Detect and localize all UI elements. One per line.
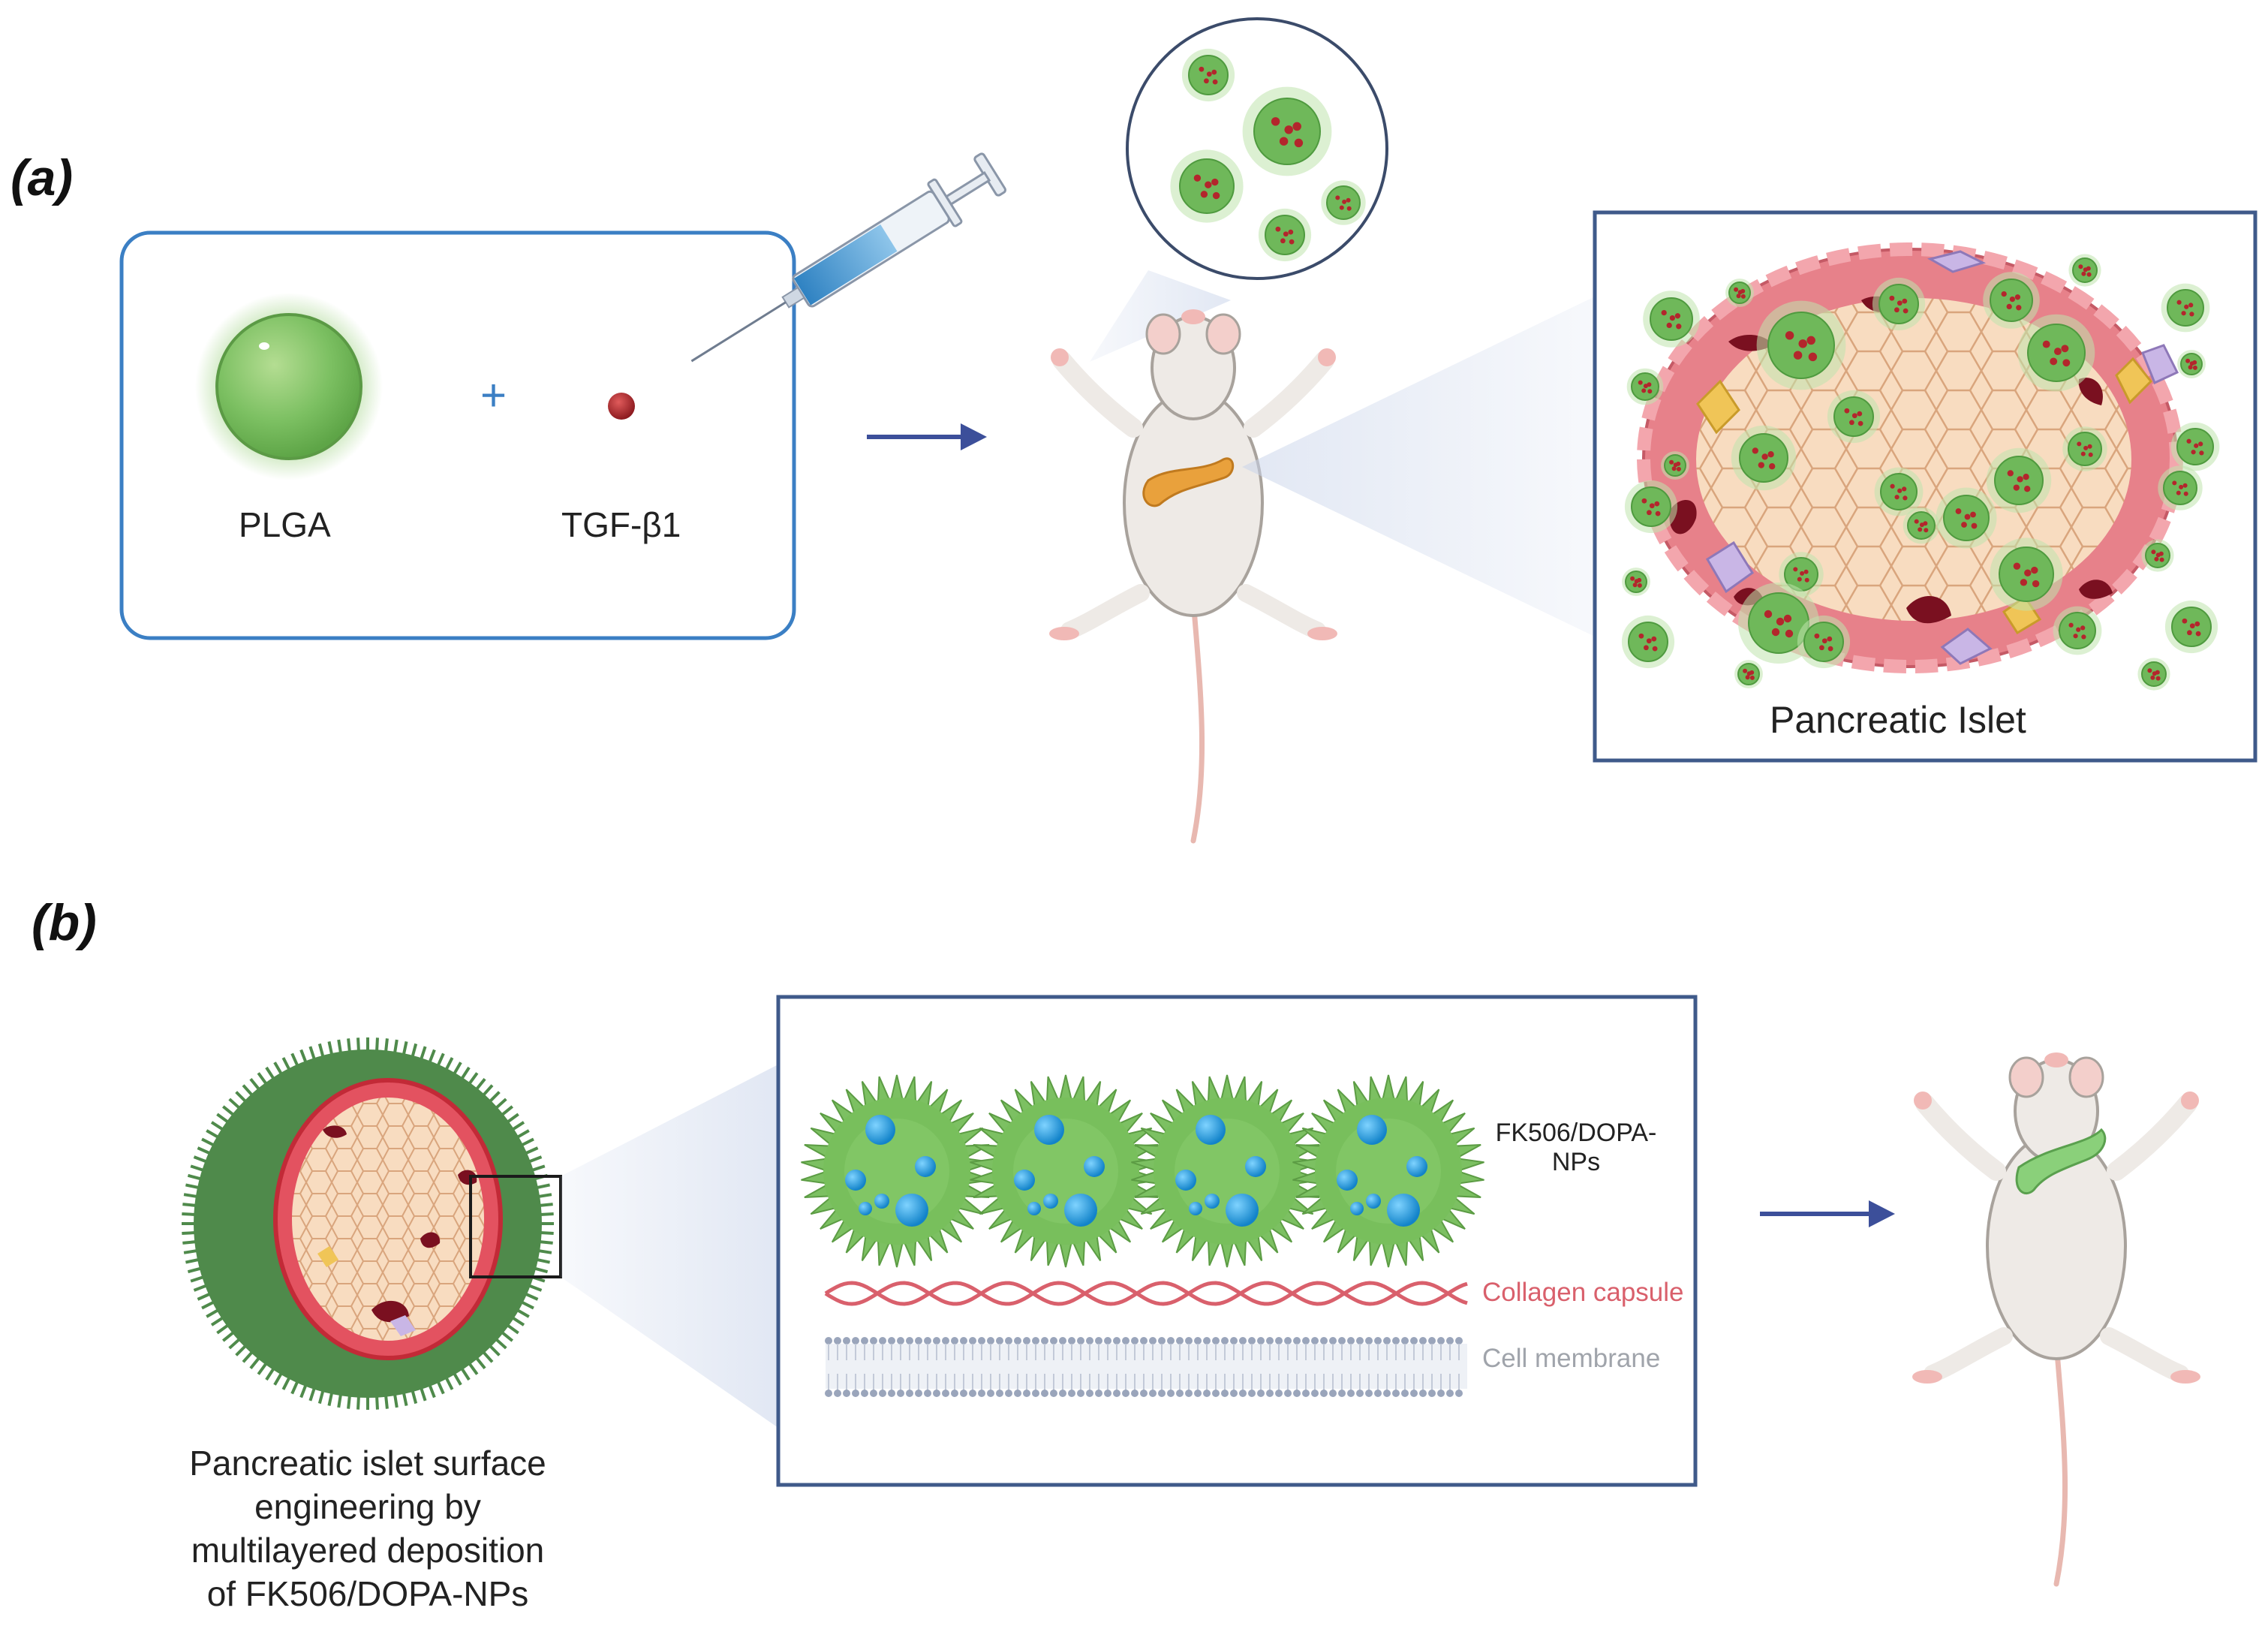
islet-nanoparticle [1874,467,1924,516]
islet-nanoparticle [2161,283,2210,333]
engineered-islet [182,1037,562,1410]
islet-nanoparticle [1621,615,1675,669]
islet-nanoparticle [1983,272,2040,329]
plga-particle [195,293,383,480]
islet-nanoparticle [1936,487,1997,549]
pancreatic-islet-label: Pancreatic Islet [1770,699,2026,741]
bubble-nanoparticle [1242,86,1332,176]
islet-nanoparticle [1643,291,1700,348]
panel-a-letter: (a) [11,149,74,206]
tgf-beta1-dot [608,393,635,420]
islet-nanoparticle [1626,368,1664,405]
mouse-b [1912,1052,2200,1584]
bubble-nanoparticle [1321,180,1366,225]
islet-nanoparticle [1624,480,1678,534]
islet-nanoparticle [1986,447,2052,513]
surface-zoom-cone [561,1064,778,1428]
nanoparticles-label: FK506/DOPA- NPs [1493,1119,1659,1177]
plga-label: PLGA [239,505,331,544]
islet-nanoparticle [2164,600,2218,654]
pancreas-a [1142,457,1235,507]
arrow-b [1760,1200,1895,1227]
islet-zoom-cone [1242,297,1595,637]
islet-nanoparticle [2177,350,2206,378]
islet-nanoparticle [1872,277,1926,331]
islet-nanoparticle [1731,425,1797,491]
nanoparticles-label-line1: FK506/DOPA- [1495,1119,1657,1147]
islet-nanoparticle [1725,279,1754,307]
islet-nanoparticle [1903,507,1940,544]
plus-sign: + [480,370,507,420]
islet-nanoparticle [2017,314,2095,392]
islet-nanoparticle [2062,426,2107,471]
collagen-capsule-label: Collagen capsule [1482,1278,1684,1307]
caption-line-1: Pancreatic islet surface [189,1444,546,1483]
islet-nanoparticle [1622,568,1650,596]
islet-nanoparticles [1621,254,2220,691]
cell-membrane [825,1337,1467,1397]
bubble-nanoparticle [1170,149,1244,223]
pancreas-b [2015,1128,2107,1195]
islet-nanoparticle [1827,390,1881,444]
panel-b-letter: (b) [32,894,97,951]
islet-nanoparticle [2141,539,2174,572]
tgf-beta1-label: TGF-β1 [561,505,681,544]
cell-membrane-label: Cell membrane [1482,1344,1661,1373]
islet-nanoparticle [2053,606,2102,655]
islet-nanoparticle [2158,465,2203,510]
bubble-nanoparticle [1181,48,1235,102]
islet-nanoparticle [1734,660,1763,688]
bubble-nanoparticle [1258,208,1312,262]
nanoparticles-label-line2: NPs [1551,1148,1601,1176]
collagen-capsule [824,1281,1468,1306]
islet-nanoparticle [1990,537,2063,611]
islet-nanoparticle [1756,300,1846,390]
islet-nanoparticle [2137,658,2170,691]
islet-nanoparticle [2068,254,2101,287]
arrow-a [867,423,987,450]
islet-nanoparticle [2170,422,2220,471]
mouse-a [1049,309,1337,841]
caption-line-2: engineering by [254,1487,481,1526]
bubble-nanoparticles [1170,48,1366,262]
syringe [690,152,1006,363]
caption-line-3: multilayered deposition [191,1531,545,1570]
engineering-caption: Pancreatic islet surface engineering by … [113,1441,623,1615]
islet-nanoparticle [1661,451,1689,480]
islet-nanoparticle [1797,615,1851,669]
caption-line-4: of FK506/DOPA-NPs [206,1574,529,1613]
